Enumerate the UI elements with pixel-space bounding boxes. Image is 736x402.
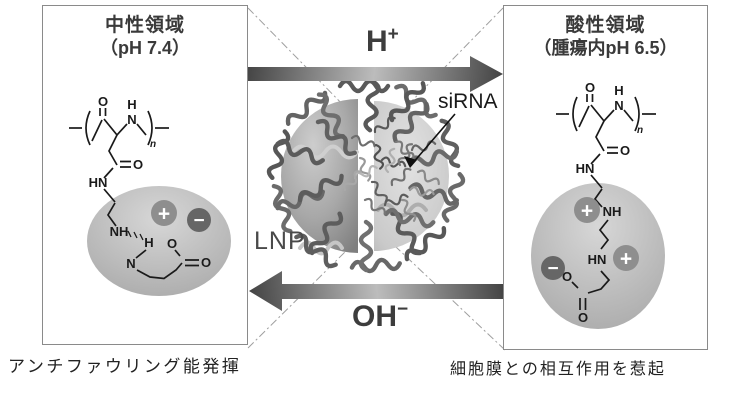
neutral-caption: アンチファウリング能発揮 bbox=[8, 357, 242, 376]
minus-charge-icon: − bbox=[187, 208, 211, 232]
sirna-pointer-arrow-icon bbox=[404, 113, 456, 168]
callout-line bbox=[247, 7, 351, 113]
callout-line bbox=[395, 246, 506, 351]
atom-label: O bbox=[578, 310, 588, 325]
svg-text:+: + bbox=[158, 203, 170, 226]
oh-minus-label: OH− bbox=[352, 299, 409, 333]
neutral-structure-diagram: NH H N O O + − bbox=[68, 93, 231, 296]
forward-arrow-icon bbox=[245, 56, 503, 92]
h-plus-label: H+ bbox=[366, 24, 399, 58]
neutral-region-panel: 中性領域 （pH 7.4） NH H N O O + bbox=[42, 5, 248, 345]
atom-label: HN bbox=[588, 252, 607, 267]
acidic-caption: 細胞膜との相互作用を惹起 bbox=[450, 361, 666, 378]
lnp-label: LNP bbox=[254, 227, 306, 255]
sirna-label: siRNA bbox=[438, 90, 498, 113]
atom-label: N bbox=[126, 256, 135, 271]
oh-minus-superscript: − bbox=[397, 299, 409, 320]
svg-text:+: + bbox=[620, 248, 632, 271]
lnp-sphere bbox=[268, 80, 465, 273]
svg-text:−: − bbox=[193, 211, 204, 232]
atom-label: NH bbox=[110, 224, 129, 239]
svg-text:−: − bbox=[547, 259, 558, 280]
neutral-panel-ph: （pH 7.4） bbox=[99, 38, 191, 58]
hydrophobic-blob bbox=[531, 183, 665, 329]
svg-text:+: + bbox=[581, 200, 593, 223]
acidic-region-panel: 酸性領域 （腫瘍内pH 6.5） NH HN O O + bbox=[503, 5, 708, 350]
plus-charge-icon: + bbox=[151, 200, 177, 226]
acidic-panel-ph: （腫瘍内pH 6.5） bbox=[533, 38, 678, 58]
reverse-arrow-icon bbox=[249, 271, 505, 311]
neutral-panel-title: 中性領域 bbox=[104, 15, 185, 36]
acidic-panel-title: 酸性領域 bbox=[565, 15, 646, 36]
atom-label: NH bbox=[603, 204, 622, 219]
atom-label: O bbox=[167, 236, 177, 251]
plus-charge-icon: + bbox=[613, 245, 639, 271]
atom-label: O bbox=[562, 269, 572, 284]
atom-label: H bbox=[144, 235, 153, 250]
plus-charge-icon: + bbox=[574, 197, 600, 223]
acidic-structure-diagram: NH HN O O + + − bbox=[531, 79, 665, 329]
atom-label: O bbox=[201, 255, 211, 270]
minus-charge-icon: − bbox=[541, 256, 565, 280]
h-plus-superscript: + bbox=[387, 24, 399, 45]
